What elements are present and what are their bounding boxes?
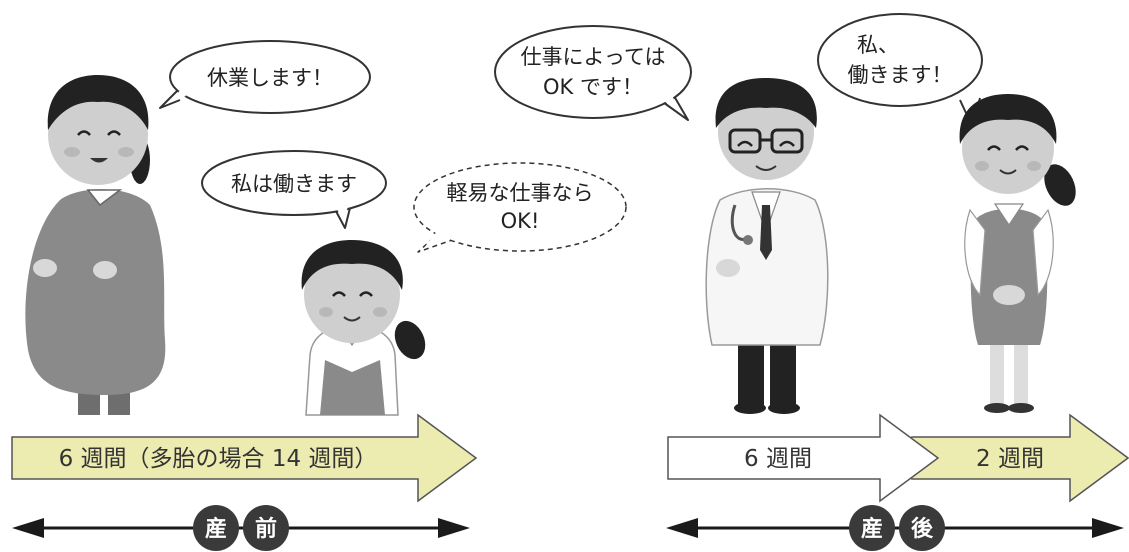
period-char-before-1: 産: [205, 516, 227, 542]
speech-bubble-pregnant: 休業します！: [159, 40, 371, 114]
period-badge-sango-2: [899, 505, 945, 551]
after-weeks-label-1: 6 週間: [744, 446, 812, 472]
bubble-text-doctor-line2: OK です！: [543, 75, 643, 99]
bubble-text-light-work-line1: 軽易な仕事なら: [447, 181, 594, 205]
before-weeks-label: 6 週間（多胎の場合 14 週間）: [59, 446, 378, 472]
speech-bubble-worker-after: 私、 働きます！: [817, 13, 983, 127]
doctor-illustration: [705, 78, 829, 414]
bubble-text-worker-after-line2: 働きます！: [848, 63, 953, 87]
speech-bubble-worker-before: 私は働きます: [201, 150, 387, 229]
speech-bubble-doctor: 仕事によっては OK です！: [494, 25, 692, 121]
after-birth-weeks-arrows: 6 週間 2 週間: [667, 413, 1129, 503]
period-badge-sanzen-1: [193, 505, 239, 551]
worker-before-illustration: [301, 240, 426, 416]
speech-bubble-light-work: 軽易な仕事なら OK!: [413, 162, 627, 253]
bubble-text-worker-after-line1: 私、: [857, 33, 899, 57]
period-badge-sanzen-2: [243, 505, 289, 551]
bubble-text-pregnant: 休業します！: [207, 66, 333, 90]
bubble-text-worker-before: 私は働きます: [231, 172, 357, 196]
pregnant-woman-illustration: [25, 75, 166, 415]
worker-after-illustration: [959, 94, 1076, 413]
after-weeks-label-2: 2 週間: [976, 446, 1044, 472]
period-char-after-2: 後: [911, 516, 934, 542]
bubble-text-doctor-line1: 仕事によっては: [521, 45, 666, 69]
after-weeks-arrow-1: [667, 413, 940, 503]
bubble-text-light-work-line2: OK!: [501, 209, 540, 233]
period-char-before-2: 前: [255, 516, 277, 542]
period-char-after-1: 産: [861, 516, 883, 542]
period-badge-sango-1: [849, 505, 895, 551]
before-birth-weeks-arrow: 6 週間（多胎の場合 14 週間）: [11, 413, 478, 503]
before-birth-timeline: 産 前: [12, 505, 470, 551]
after-birth-timeline: 産 後: [666, 505, 1124, 551]
